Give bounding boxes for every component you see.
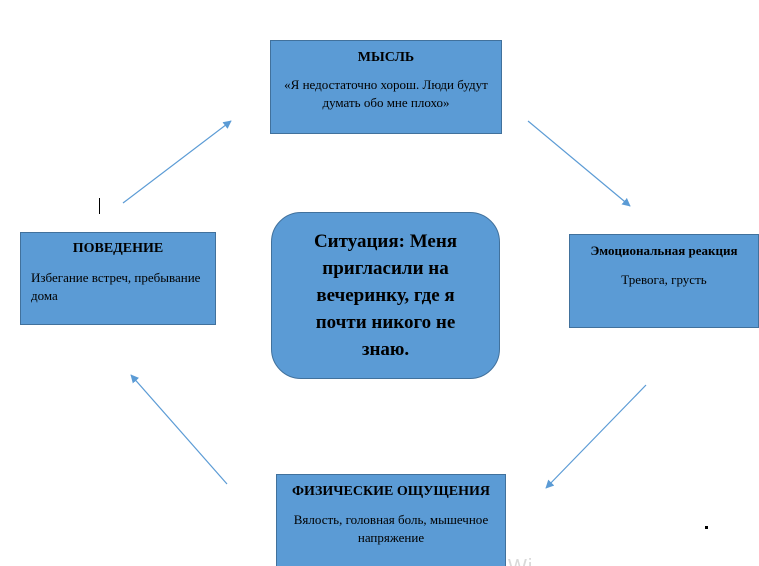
emotion-text: Тревога, грусть [621, 272, 707, 287]
thought-title: МЫСЛЬ [357, 50, 415, 65]
arrow-thought-to-emotion [527, 120, 631, 207]
stray-dot [705, 526, 708, 529]
physical-text: Вялость, головная боль, мышечное напряже… [293, 512, 489, 545]
watermark: Wi [508, 556, 533, 566]
behavior-box: ПОВЕДЕНИЕ Избегание встреч, пребывание д… [20, 232, 216, 325]
emotion-box: Эмоциональная реакция Тревога, грусть [569, 234, 759, 328]
situation-text: Ситуация: Меня пригласили на вечеринку, … [313, 231, 458, 360]
arrow-emotion-to-physical [545, 384, 647, 489]
physical-title: ФИЗИЧЕСКИЕ ОЩУЩЕНИЯ [292, 484, 490, 499]
behavior-title: ПОВЕДЕНИЕ [72, 241, 164, 256]
thought-text: «Я недостаточно хорош. Люди будут думать… [284, 77, 488, 110]
situation-box: Ситуация: Меня пригласили на вечеринку, … [271, 212, 500, 379]
emotion-title: Эмоциональная реакция [590, 243, 738, 258]
text-cursor [99, 198, 100, 214]
arrow-physical-to-behavior [130, 374, 228, 485]
behavior-text: Избегание встреч, пребывание дома [31, 270, 201, 303]
physical-sensations-box: ФИЗИЧЕСКИЕ ОЩУЩЕНИЯ Вялость, головная бо… [276, 474, 506, 566]
thought-box: МЫСЛЬ «Я недостаточно хорош. Люди будут … [270, 40, 502, 134]
arrow-behavior-to-thought [122, 120, 232, 204]
